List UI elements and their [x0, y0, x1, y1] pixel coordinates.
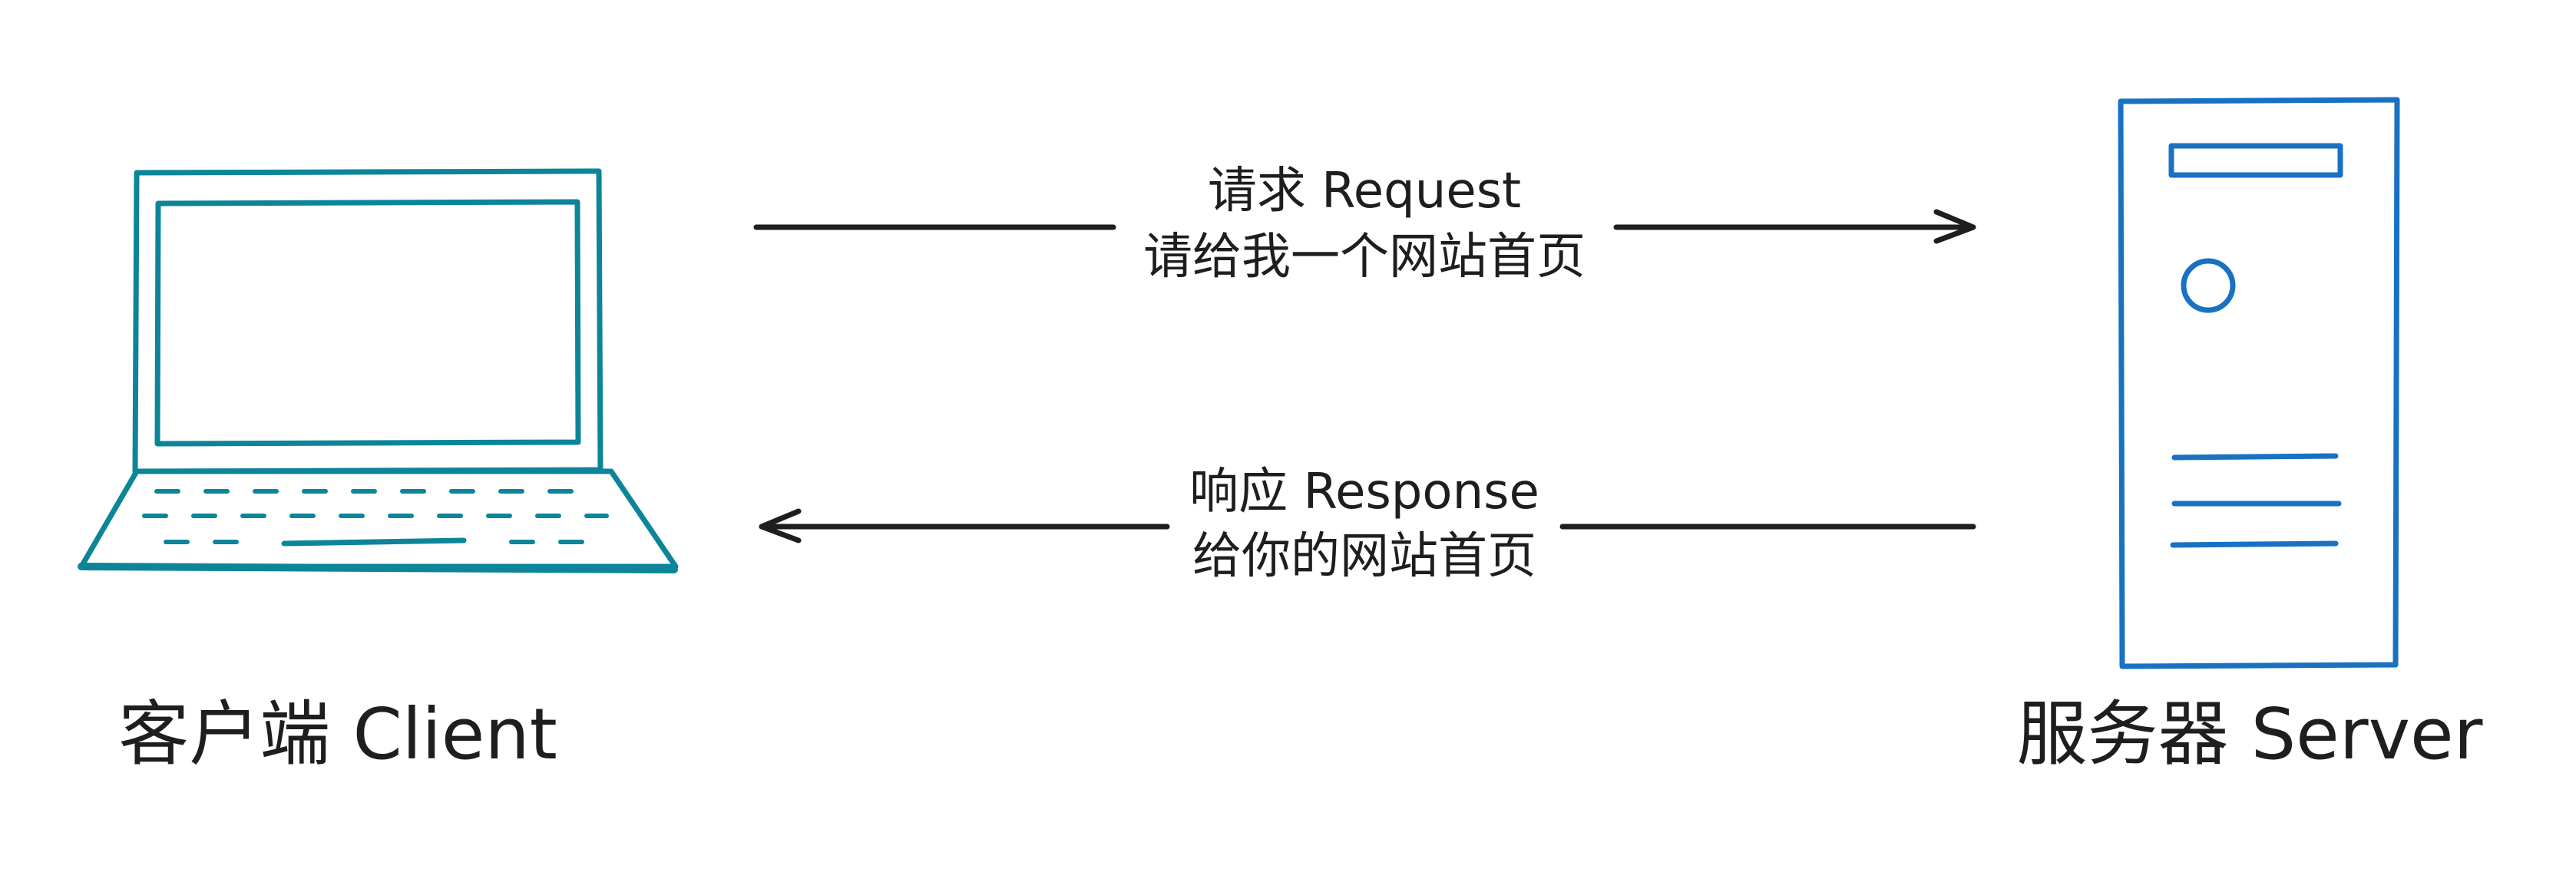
server-label: 服务器 Server: [2017, 693, 2483, 775]
server-icon: [2118, 97, 2400, 669]
server-power-button: [2181, 258, 2236, 313]
client-label: 客户端 Client: [118, 693, 557, 775]
server-drive-bay: [2168, 143, 2343, 178]
response-arrowhead: [759, 508, 802, 543]
request-arrowhead: [1933, 209, 1976, 244]
laptop-bottom-edge: [78, 563, 678, 573]
server-vent: [2170, 540, 2339, 548]
response-label-line1: 响应 Response: [1189, 464, 1539, 520]
request-arrow: [753, 209, 1976, 244]
server-tower: [2118, 97, 2400, 669]
laptop-screen: [154, 199, 581, 447]
request-label-line2: 请给我一个网站首页: [1143, 229, 1586, 286]
laptop-icon: [78, 168, 679, 573]
response-label-line2: 给你的网站首页: [1192, 528, 1536, 585]
laptop-keys: [142, 489, 609, 547]
laptop-screen-bezel: [132, 168, 603, 474]
response-arrow: [759, 508, 1976, 543]
server-vent: [2171, 453, 2339, 461]
request-label-line1: 请求 Request: [1208, 163, 1521, 220]
laptop-keyboard-base: [78, 468, 679, 570]
